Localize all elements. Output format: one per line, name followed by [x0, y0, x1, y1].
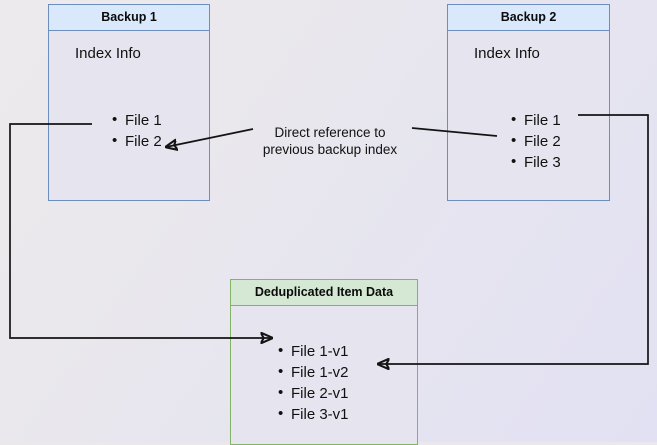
backup-1-box[interactable]: Backup 1 Index Info File 1 File 2 [48, 4, 210, 201]
list-item: File 1 [112, 109, 162, 131]
deduplicated-item-data-body: File 1-v1 File 1-v2 File 2-v1 File 3-v1 [231, 306, 417, 444]
backup-1-header: Backup 1 [49, 5, 209, 31]
direct-reference-caption: Direct reference to previous backup inde… [252, 124, 408, 158]
list-item: File 1 [511, 109, 561, 131]
backup-1-body: Index Info File 1 File 2 [49, 31, 209, 200]
backup-2-index-info-label: Index Info [474, 45, 540, 62]
list-item: File 1-v2 [278, 361, 348, 383]
backup-1-file-list: File 1 File 2 [111, 109, 162, 152]
backup-2-body: Index Info File 1 File 2 File 3 [448, 31, 609, 200]
caption-line-1: Direct reference to [274, 125, 386, 140]
list-item: File 2-v1 [278, 382, 348, 404]
deduplicated-item-data-box[interactable]: Deduplicated Item Data File 1-v1 File 1-… [230, 279, 418, 445]
backup-1-index-info-label: Index Info [75, 45, 141, 62]
backup-2-box[interactable]: Backup 2 Index Info File 1 File 2 File 3 [447, 4, 610, 201]
list-item: File 2 [112, 130, 162, 152]
caption-line-2: previous backup index [262, 142, 398, 157]
list-item: File 1-v1 [278, 340, 348, 362]
backup-2-header: Backup 2 [448, 5, 609, 31]
list-item: File 3 [511, 151, 561, 173]
dedup-file-list: File 1-v1 File 1-v2 File 2-v1 File 3-v1 [277, 340, 348, 425]
backup-2-file-list: File 1 File 2 File 3 [510, 109, 561, 173]
deduplicated-item-data-header: Deduplicated Item Data [231, 280, 417, 306]
list-item: File 2 [511, 130, 561, 152]
list-item: File 3-v1 [278, 403, 348, 425]
